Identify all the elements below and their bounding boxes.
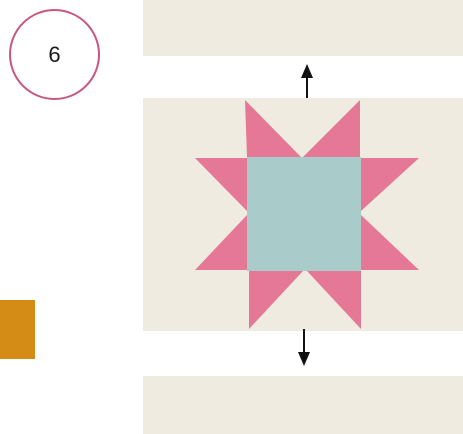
arrow-up-icon: [297, 64, 317, 101]
top-fabric-strip: [143, 0, 463, 56]
center-square: [247, 157, 361, 271]
bottom-fabric-strip: [143, 376, 463, 434]
arrow-down-icon: [294, 329, 314, 366]
star-quilt-block: [143, 98, 463, 331]
step-number: 6: [48, 42, 60, 68]
step-number-badge: 6: [9, 9, 100, 100]
side-tab: [0, 300, 35, 359]
